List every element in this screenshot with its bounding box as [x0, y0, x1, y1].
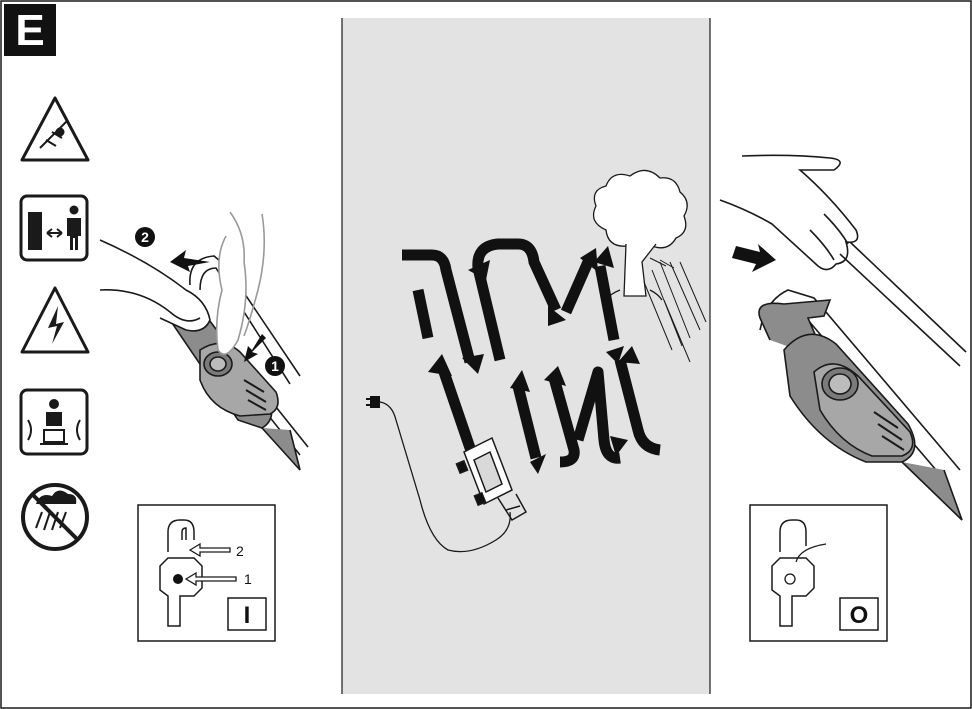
section-badge: E — [4, 4, 56, 56]
step-marker-1: 1 — [265, 356, 285, 376]
rain-lines — [643, 261, 707, 363]
svg-text:2: 2 — [141, 229, 149, 245]
press-arrow-icon — [244, 334, 266, 362]
arrow-1-icon — [184, 571, 237, 587]
arrow-2-icon — [188, 542, 231, 558]
flying-objects-warning-icon — [20, 96, 90, 162]
power-plug-icon — [366, 396, 380, 408]
step-marker-2: 2 — [135, 227, 155, 247]
arrow-label-1: 1 — [244, 571, 252, 587]
switch-off-panel: O — [749, 504, 888, 642]
power-cable — [379, 401, 511, 553]
mowing-pattern-panel — [342, 18, 710, 694]
keep-distance-icon — [19, 194, 89, 262]
mowing-arrowheads — [428, 246, 640, 474]
handle-release-illustration — [719, 154, 967, 521]
release-arrow-icon — [732, 244, 776, 272]
no-rain-icon — [21, 483, 89, 551]
section-letter: E — [15, 6, 44, 55]
tree-icon — [592, 169, 688, 301]
switch-on-panel: 2 1 I — [137, 504, 276, 642]
electric-shock-warning-icon — [20, 286, 90, 354]
arrow-label-2: 2 — [236, 543, 244, 559]
switch-lock-dot — [173, 574, 183, 584]
handle-start-illustration — [99, 211, 309, 471]
mower-top-view-icon — [455, 436, 528, 522]
bystanders-warning-icon — [19, 388, 89, 456]
svg-text:1: 1 — [271, 358, 279, 374]
state-symbol-off: O — [850, 602, 869, 629]
state-symbol-on: I — [244, 602, 251, 629]
push-arrow-icon — [170, 250, 210, 272]
